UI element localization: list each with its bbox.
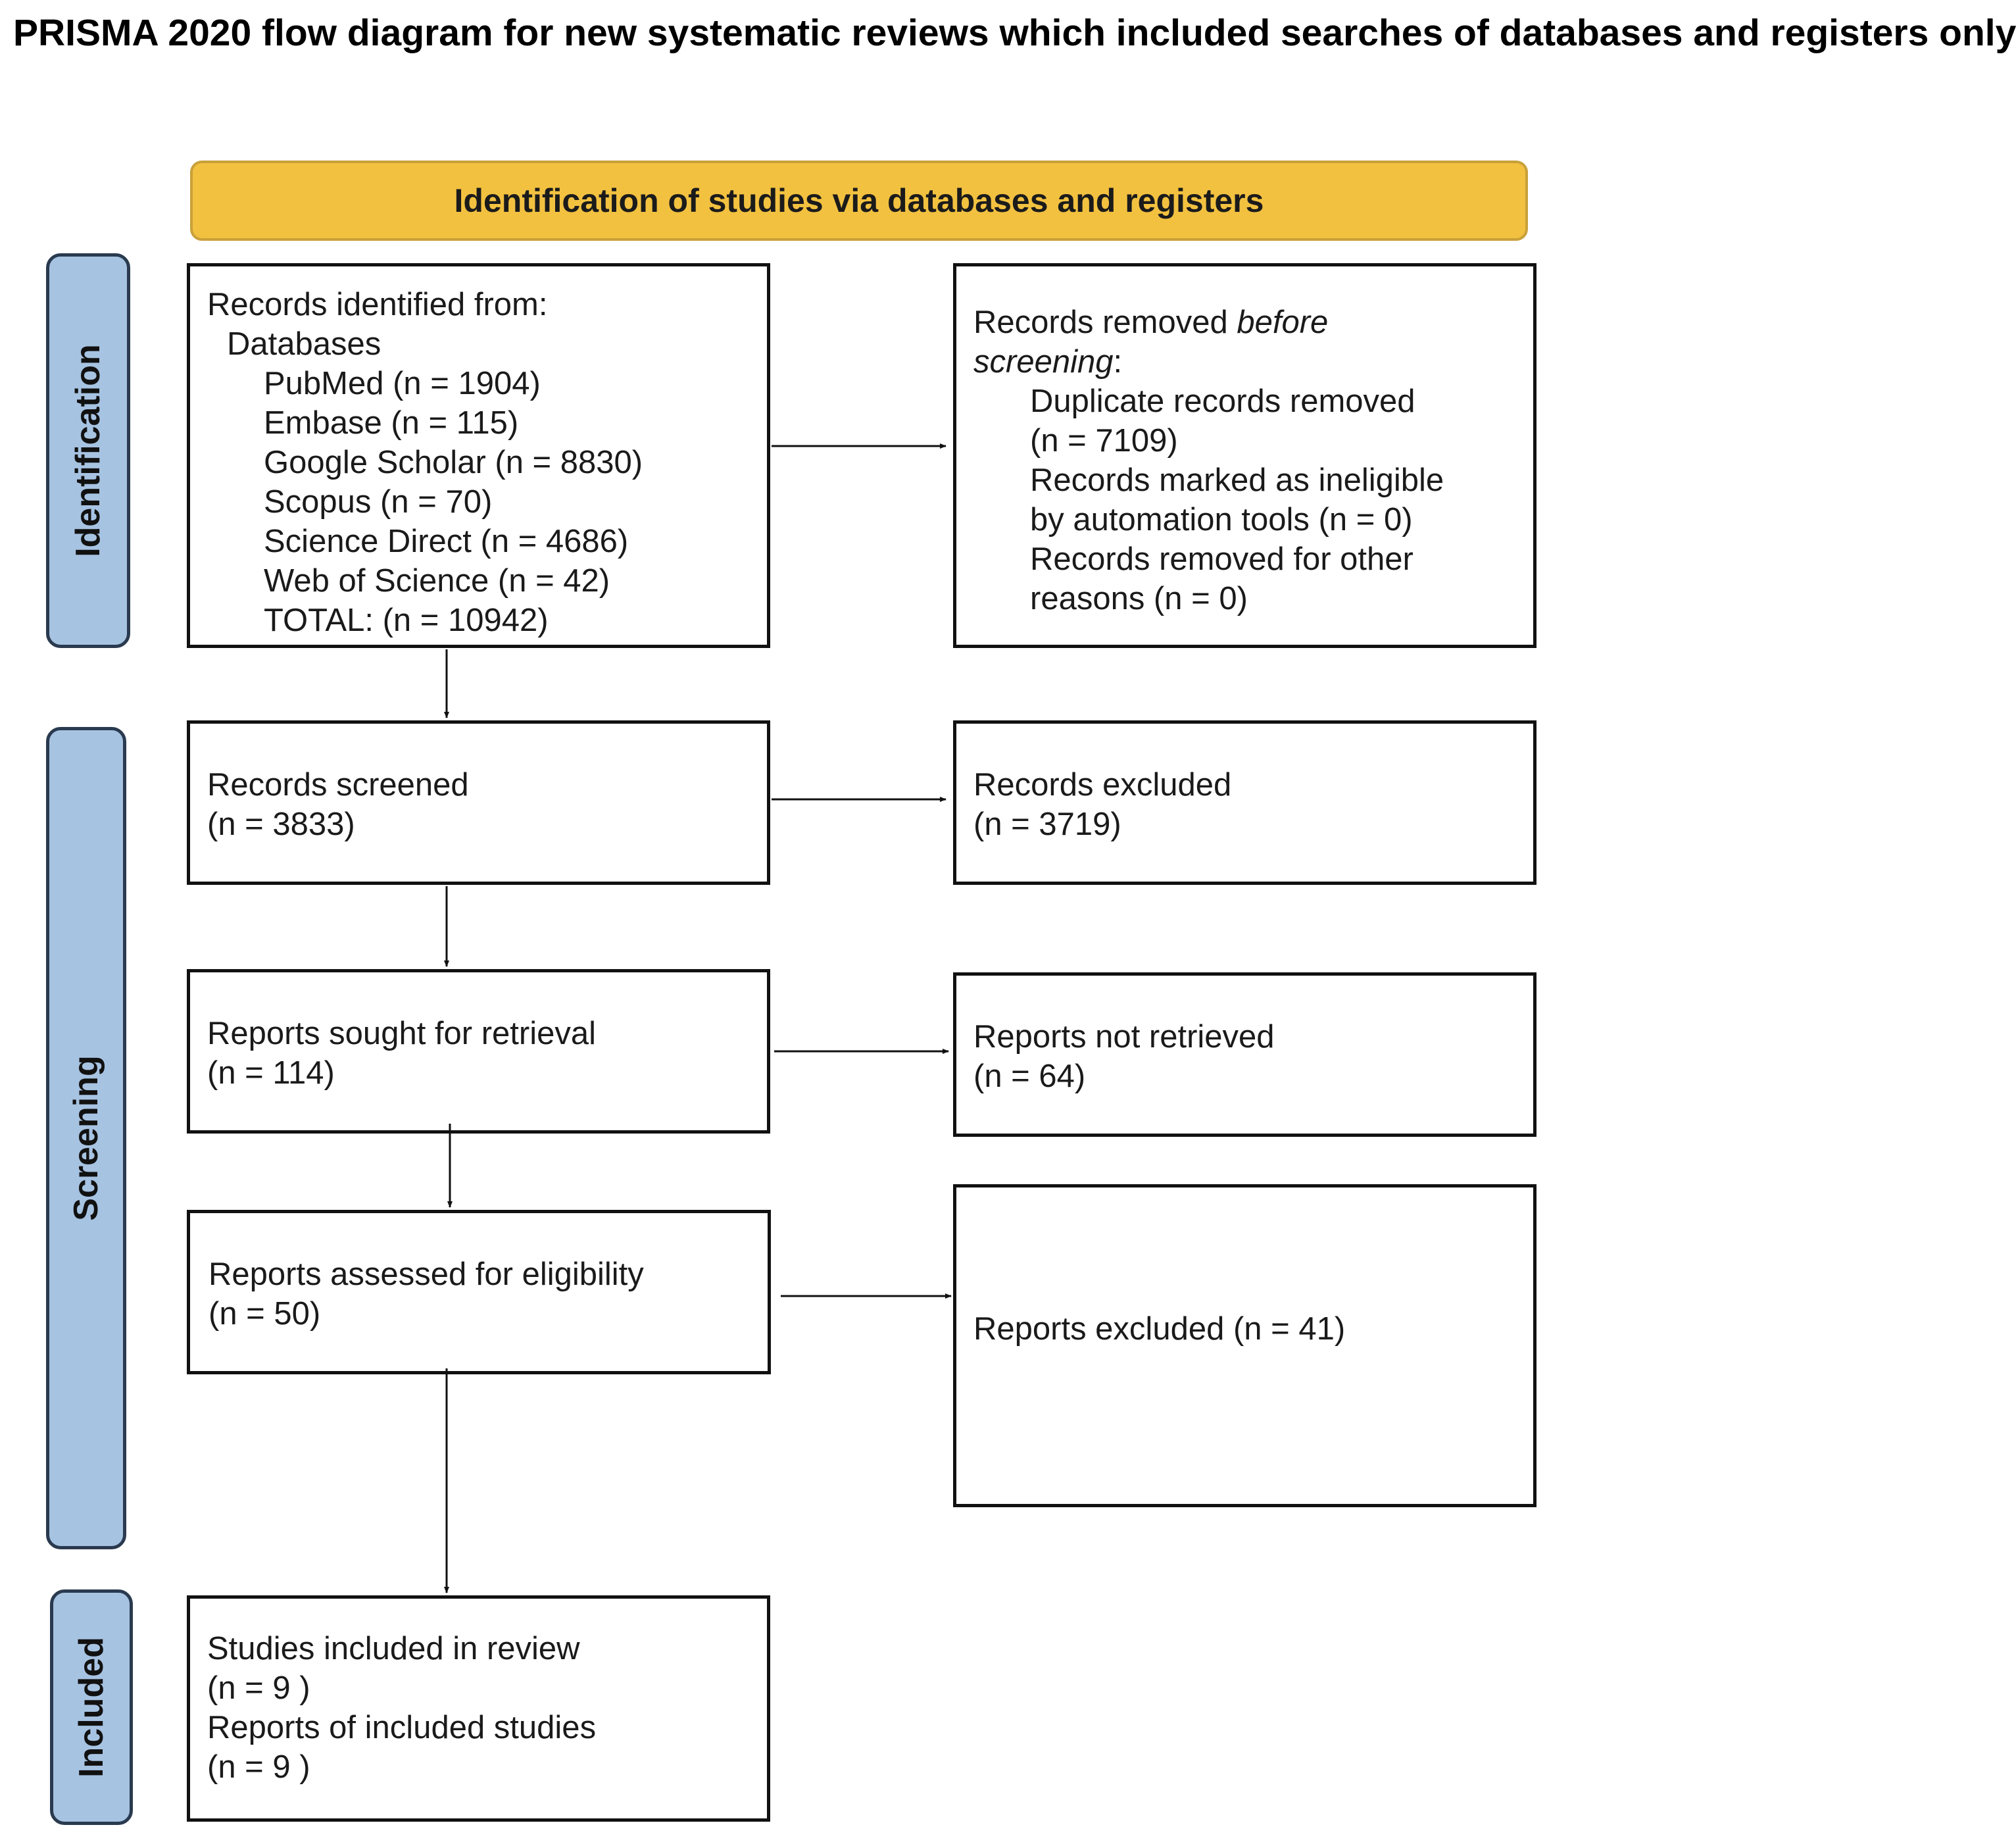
- records-identified-heading: Records identified from:: [207, 287, 548, 322]
- reports-assessed-label: Reports assessed for eligibility: [209, 1257, 644, 1292]
- source-web-of-science: Web of Science (n = 42): [264, 563, 610, 599]
- reports-not-retrieved-count: (n = 64): [973, 1059, 1086, 1094]
- source-google-scholar: Google Scholar (n = 8830): [264, 445, 643, 480]
- source-embase: Embase (n = 115): [264, 405, 519, 441]
- records-screened-label: Records screened: [207, 767, 469, 803]
- reports-included-label: Reports of included studies: [207, 1710, 597, 1745]
- reports-included-count: (n = 9 ): [207, 1749, 310, 1785]
- phase-screening: Screening: [46, 727, 126, 1549]
- records-excluded-count: (n = 3719): [973, 807, 1121, 842]
- phase-included: Included: [50, 1589, 133, 1825]
- reports-sought-box: Reports sought for retrieval (n = 114): [187, 969, 770, 1134]
- page-title: PRISMA 2020 flow diagram for new systema…: [13, 12, 2016, 54]
- reports-excluded-label: Reports excluded (n = 41): [973, 1311, 1346, 1347]
- reports-not-retrieved-label: Reports not retrieved: [973, 1019, 1275, 1055]
- reports-sought-label: Reports sought for retrieval: [207, 1016, 596, 1051]
- other-removed-count: reasons (n = 0): [1030, 581, 1248, 616]
- included-box: Studies included in review (n = 9 ) Repo…: [187, 1595, 770, 1822]
- source-total: TOTAL: (n = 10942): [264, 603, 549, 638]
- before-emphasis: before: [1237, 305, 1329, 340]
- records-excluded-box: Records excluded (n = 3719): [953, 720, 1537, 885]
- screening-emphasis: screening: [973, 344, 1114, 380]
- duplicate-records-count: (n = 7109): [1030, 423, 1178, 459]
- reports-assessed-count: (n = 50): [209, 1296, 321, 1332]
- ineligible-records-label: Records marked as ineligible: [1030, 462, 1444, 498]
- reports-assessed-box: Reports assessed for eligibility (n = 50…: [187, 1210, 771, 1374]
- source-pubmed: PubMed (n = 1904): [264, 366, 541, 401]
- databases-subheading: Databases: [227, 326, 381, 362]
- records-screened-count: (n = 3833): [207, 807, 355, 842]
- records-excluded-label: Records excluded: [973, 767, 1232, 803]
- identification-header: Identification of studies via databases …: [190, 161, 1528, 241]
- source-scopus: Scopus (n = 70): [264, 484, 493, 520]
- other-removed-label: Records removed for other: [1030, 541, 1414, 577]
- records-screened-box: Records screened (n = 3833): [187, 720, 770, 885]
- duplicate-records-label: Duplicate records removed: [1030, 384, 1415, 419]
- reports-not-retrieved-box: Reports not retrieved (n = 64): [953, 972, 1537, 1137]
- records-removed-box: Records removed before screening: Duplic…: [953, 263, 1537, 648]
- phase-identification: Identification: [46, 253, 130, 648]
- studies-included-label: Studies included in review: [207, 1631, 580, 1666]
- source-science-direct: Science Direct (n = 4686): [264, 524, 629, 559]
- reports-sought-count: (n = 114): [207, 1055, 335, 1091]
- records-identified-box: Records identified from: Databases PubMe…: [187, 263, 770, 648]
- studies-included-count: (n = 9 ): [207, 1670, 310, 1706]
- records-removed-heading-cont: screening:: [973, 344, 1123, 380]
- reports-excluded-box: Reports excluded (n = 41): [953, 1184, 1537, 1507]
- ineligible-records-count: by automation tools (n = 0): [1030, 502, 1413, 537]
- records-removed-heading: Records removed before: [973, 305, 1329, 340]
